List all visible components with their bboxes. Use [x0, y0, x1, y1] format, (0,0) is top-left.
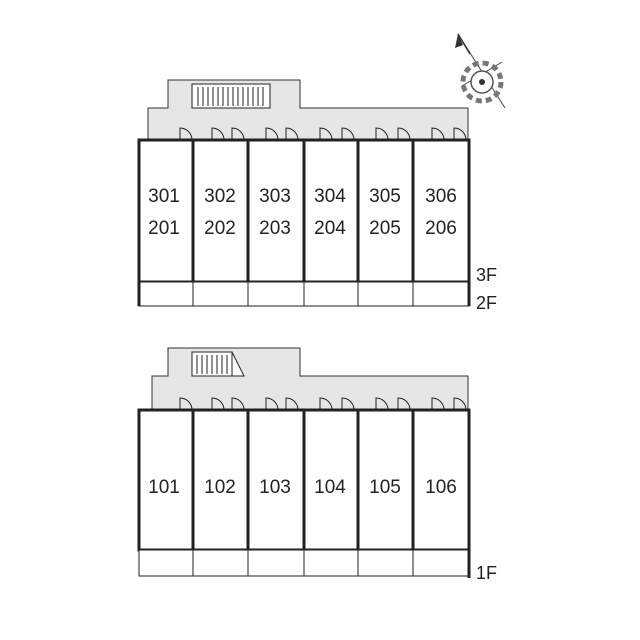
stair-icon	[191, 351, 245, 377]
room-number: 304	[314, 186, 346, 207]
upper-block: 301 201 302 202 303 203 304 204 305 205 …	[137, 79, 497, 313]
room-number: 303	[259, 186, 291, 207]
floor-label: 2F	[476, 293, 497, 313]
door-icons	[179, 397, 467, 411]
lower-partitions	[191, 410, 415, 550]
upper-partitions	[191, 140, 415, 282]
room-number: 104	[314, 477, 346, 498]
stair-icon	[191, 83, 271, 109]
room-number: 206	[425, 218, 457, 239]
room-number: 204	[314, 218, 346, 239]
floor-label: 1F	[476, 563, 497, 583]
room-number: 202	[204, 218, 236, 239]
room-number: 101	[148, 477, 180, 498]
room-number: 102	[204, 477, 236, 498]
lower-block: 101 102 103 104 105 106 1F	[137, 347, 497, 583]
compass-north-icon	[455, 33, 506, 109]
door-icons	[179, 127, 467, 141]
room-number: 305	[369, 186, 401, 207]
room-number: 301	[148, 186, 180, 207]
room-number: 106	[425, 477, 457, 498]
room-number: 306	[425, 186, 457, 207]
room-number: 105	[369, 477, 401, 498]
room-number: 201	[148, 218, 180, 239]
room-number: 203	[259, 218, 291, 239]
room-number: 205	[369, 218, 401, 239]
room-number: 103	[259, 477, 291, 498]
floor-label: 3F	[476, 265, 497, 285]
room-number: 302	[204, 186, 236, 207]
